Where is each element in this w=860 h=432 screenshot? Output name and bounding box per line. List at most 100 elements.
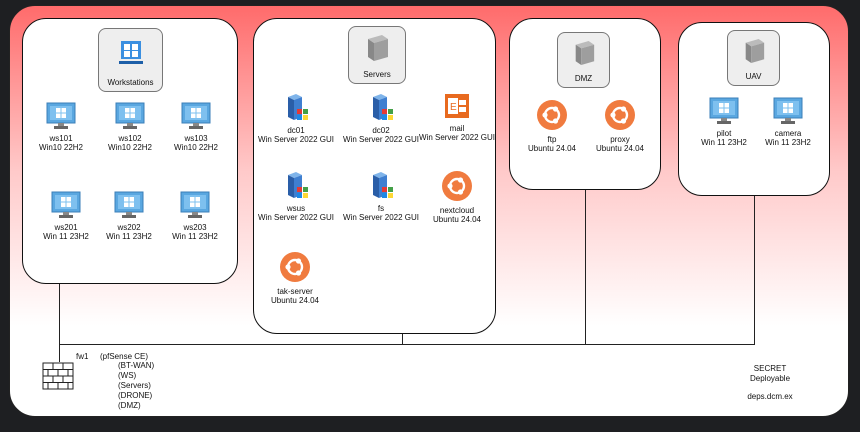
windows-monitor-icon xyxy=(708,97,740,127)
windows-server-icon xyxy=(365,170,397,202)
header-workstations[interactable]: Workstations xyxy=(98,28,163,92)
node-name: proxy xyxy=(610,135,630,144)
node-name: ws202 xyxy=(117,223,141,232)
windows-monitor-icon xyxy=(180,102,212,132)
link-firewall xyxy=(59,344,60,362)
windows-monitor-icon xyxy=(114,102,146,132)
svg-text:E: E xyxy=(450,102,457,113)
windows-server-icon xyxy=(365,92,397,124)
node-name: pilot xyxy=(716,129,732,138)
node-os: Win Server 2022 GUI xyxy=(342,213,420,222)
windows-server-icon xyxy=(280,92,312,124)
group-title-uav: UAV xyxy=(745,72,762,81)
server-icon xyxy=(575,41,594,65)
ubuntu-icon xyxy=(604,99,636,133)
node-os: Win Server 2022 GUI xyxy=(257,135,335,144)
node-os: Win 11 23H2 xyxy=(43,232,89,241)
backbone xyxy=(59,344,755,345)
link-uav xyxy=(754,196,755,344)
node-name: ws203 xyxy=(183,223,207,232)
windows-monitor-icon xyxy=(179,191,211,221)
node-name: mail xyxy=(449,124,465,133)
group-title-workstations: Workstations xyxy=(107,78,154,87)
node-name: camera xyxy=(774,129,802,138)
firewall-icon[interactable] xyxy=(42,362,74,390)
domain-label: deps.dcm.ex xyxy=(747,392,793,401)
node-os: Ubuntu 24.04 xyxy=(527,144,577,153)
link-workstations xyxy=(59,284,60,344)
node-name: tak-server xyxy=(277,287,313,296)
fw-interface: (BT-WAN) xyxy=(118,361,155,370)
node-os: Win 11 23H2 xyxy=(106,232,152,241)
windows-server-icon xyxy=(280,170,312,202)
ubuntu-icon xyxy=(279,251,311,285)
fw-interface: (WS) xyxy=(118,371,137,380)
node-os: Win Server 2022 GUI xyxy=(418,133,496,142)
node-os: Win10 22H2 xyxy=(173,143,219,152)
fw-interface: (DMZ) xyxy=(118,401,141,410)
node-name: ws103 xyxy=(184,134,208,143)
node-os: Win 11 23H2 xyxy=(701,138,747,147)
node-os: Win 11 23H2 xyxy=(172,232,218,241)
windows-monitor-icon xyxy=(113,191,145,221)
workstations-icon xyxy=(118,41,143,64)
node-name: dc01 xyxy=(287,126,305,135)
group-title-servers: Servers xyxy=(363,70,391,79)
ubuntu-icon xyxy=(441,170,473,204)
node-os: Win 11 23H2 xyxy=(765,138,811,147)
node-os: Ubuntu 24.04 xyxy=(595,144,645,153)
node-os: Ubuntu 24.04 xyxy=(270,296,320,305)
link-dmz xyxy=(585,190,586,344)
node-name: ws201 xyxy=(54,223,78,232)
firewall-product: (pfSense CE) xyxy=(100,352,149,361)
windows-monitor-icon xyxy=(50,191,82,221)
link-servers xyxy=(402,334,403,344)
node-name: dc02 xyxy=(372,126,390,135)
firewall-notes-box xyxy=(156,360,233,408)
header-servers[interactable]: Servers xyxy=(348,26,406,84)
server-icon xyxy=(368,35,388,61)
firewall-interfaces: (BT-WAN) (WS) (Servers) (DRONE) (DMZ) xyxy=(118,361,154,411)
node-os: Ubuntu 24.04 xyxy=(432,215,482,224)
firewall-name: fw1 xyxy=(76,352,89,361)
node-name: nextcloud xyxy=(439,206,475,215)
windows-monitor-icon xyxy=(45,102,77,132)
header-dmz[interactable]: DMZ xyxy=(557,32,610,88)
node-name: ftp xyxy=(547,135,557,144)
fw-interface: (Servers) xyxy=(118,381,151,390)
node-os: Win Server 2022 GUI xyxy=(342,135,420,144)
fw-interface: (DRONE) xyxy=(118,391,153,400)
windows-monitor-icon xyxy=(772,97,804,127)
ubuntu-icon xyxy=(536,99,568,133)
exchange-icon: E xyxy=(441,92,473,122)
group-title-dmz: DMZ xyxy=(574,74,593,83)
node-os: Win Server 2022 GUI xyxy=(257,213,335,222)
node-os: Win10 22H2 xyxy=(38,143,84,152)
status-label: Deployable xyxy=(749,374,791,383)
server-icon xyxy=(745,39,764,63)
header-uav[interactable]: UAV xyxy=(727,30,780,86)
node-name: wsus xyxy=(286,204,306,213)
classification-label: SECRET xyxy=(753,364,787,373)
node-name: fs xyxy=(377,204,385,213)
node-os: Win10 22H2 xyxy=(107,143,153,152)
node-name: ws101 xyxy=(49,134,73,143)
